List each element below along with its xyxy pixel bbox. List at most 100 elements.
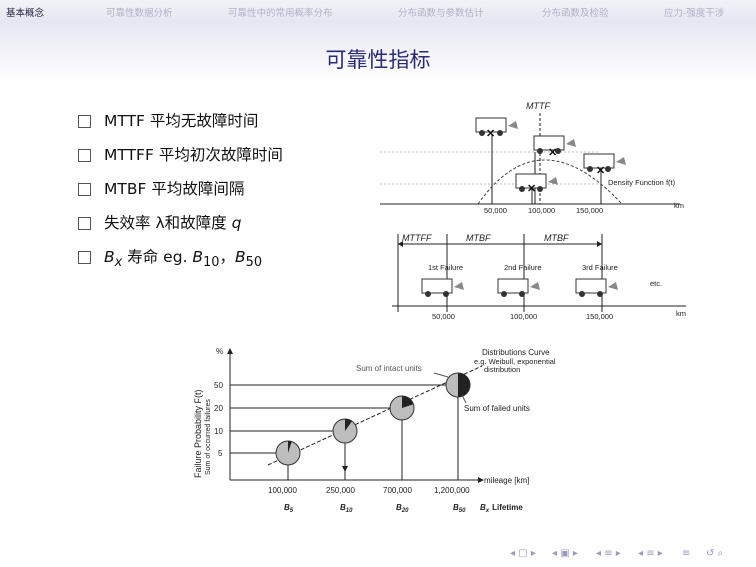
- bullet-term: MTTFF: [104, 146, 154, 164]
- distribution-curve: [267, 365, 483, 466]
- failure-label: 1st Failure: [428, 263, 463, 272]
- x-tick-label: 250,000: [326, 486, 355, 495]
- segment-label-mttff: MTTFF: [402, 233, 432, 243]
- b20-label: B20: [396, 503, 409, 514]
- truck-icon: [421, 278, 464, 297]
- bullet-desc: 寿命: [127, 248, 159, 266]
- arrow-head: [398, 241, 403, 247]
- pie-marker-b5: [275, 440, 301, 466]
- nav-item-reliability-data-analysis[interactable]: 可靠性数据分析: [106, 8, 173, 19]
- bullet-term: MTBF: [104, 180, 147, 198]
- nav-item-probability-distributions[interactable]: 可靠性中的常用概率分布: [228, 8, 333, 19]
- bullet-box-icon: [78, 217, 91, 230]
- b50-label: B50: [453, 503, 466, 514]
- x-tick-label: 700,000: [383, 486, 412, 495]
- nav-item-stress-strength[interactable]: 应力-强度干涉: [664, 8, 725, 19]
- failure-probability-figure: % Failure Probability F(t) Sum of occurr…: [193, 347, 556, 514]
- arrow-head: [342, 466, 348, 472]
- y-axis-label: Failure Probability F(t): [193, 389, 203, 478]
- x-tick-label: 50,000: [484, 206, 507, 215]
- curve-label-line: Distributions Curve: [482, 348, 550, 357]
- lambda-symbol: λ: [155, 214, 165, 232]
- bullet-list: MTTF 平均无故障时间 MTTFF 平均初次故障时间 MTBF 平均故障间隔 …: [78, 108, 378, 284]
- density-curve: [477, 159, 623, 205]
- separator: ，: [219, 248, 236, 266]
- bullet-desc-a: 失效率: [104, 214, 151, 232]
- bullet-box-icon: [78, 183, 91, 196]
- nav-toc-icon[interactable]: ≡: [682, 548, 691, 559]
- x-tick-label: 100,000: [510, 312, 537, 321]
- truck-icon: [497, 278, 540, 297]
- bx-sub: x: [114, 255, 123, 271]
- y-unit: %: [216, 347, 223, 356]
- pie-marker-b20: [389, 395, 415, 421]
- x-tick-label: 150,000: [586, 312, 613, 321]
- mtbf-timeline-figure: MTTFF MTBF MTBF 1st Failure 2nd Failure …: [392, 233, 686, 321]
- x-tick-label: 1,200,000: [434, 486, 470, 495]
- arrow-head: [597, 241, 602, 247]
- x-tick-label: 100,000: [268, 486, 297, 495]
- bx-base: B: [104, 248, 115, 266]
- nav-search-icon[interactable]: ↺ ⌕: [706, 548, 724, 559]
- pie-marker-b50: [445, 372, 471, 398]
- b10-base: B: [192, 248, 204, 266]
- svg-text:✕: ✕: [596, 165, 605, 177]
- top-navigation-bar: 基本概念 可靠性数据分析 可靠性中的常用概率分布 分布函数与参数估计 分布函数及…: [0, 0, 756, 22]
- bullet-bx-lifetime: Bx 寿命 eg. B10，B50: [78, 244, 378, 276]
- y-tick-label: 50: [214, 381, 223, 390]
- intact-units-label: Sum of intact units: [356, 364, 422, 373]
- truck-icon: ✕: [583, 153, 626, 177]
- nav-item-basic-concepts[interactable]: 基本概念: [6, 8, 45, 19]
- page-title: 可靠性指标: [325, 48, 431, 72]
- y-axis-sublabel: Sum of occurred failures: [205, 399, 212, 475]
- truck-icon: ✕: [475, 117, 518, 140]
- nav-frame-icon[interactable]: ◂ ≡ ▸: [638, 548, 663, 559]
- x-unit: km: [676, 309, 686, 318]
- nav-item-parameter-estimation[interactable]: 分布函数与参数估计: [398, 8, 484, 19]
- failed-units-label: Sum of failed units: [464, 404, 530, 413]
- bullet-mtbf: MTBF 平均故障间隔: [78, 176, 378, 202]
- x-axis-label: mileage [km]: [484, 476, 529, 485]
- svg-text:✕: ✕: [527, 183, 536, 195]
- b5-label: B5: [284, 503, 294, 514]
- y-tick-label: 5: [218, 449, 223, 458]
- x-tick-label: 100,000: [528, 206, 555, 215]
- nav-first-icon[interactable]: ◂ ▢ ▸: [510, 548, 536, 559]
- bullet-box-icon: [78, 115, 91, 128]
- x-tick-label: 50,000: [432, 312, 455, 321]
- title-band: [0, 22, 756, 80]
- segment-label-mtbf: MTBF: [466, 233, 491, 243]
- bullet-box-icon: [78, 149, 91, 162]
- y-tick-label: 20: [214, 404, 223, 413]
- nav-section-icon[interactable]: ◂ ▣ ▸: [552, 548, 578, 559]
- mttf-density-figure: MTTF ✕ ✕ ✕ ✕ Density Function f(t) 50,00…: [380, 101, 684, 215]
- svg-text:✕: ✕: [548, 147, 557, 159]
- curve-label-line: distribution: [484, 365, 520, 374]
- bullet-mttf: MTTF 平均无故障时间: [78, 108, 378, 134]
- segment-label-mtbf: MTBF: [544, 233, 569, 243]
- arrow-head: [478, 477, 484, 483]
- etc-label: etc.: [650, 279, 662, 288]
- truck-icon: ✕: [533, 135, 576, 159]
- bullet-box-icon: [78, 251, 91, 264]
- b10-sub: 10: [203, 255, 220, 271]
- nav-item-distribution-tests[interactable]: 分布函数及检验: [542, 8, 609, 19]
- bullet-desc-b: 和故障度: [164, 214, 227, 232]
- mttf-label: MTTF: [526, 101, 550, 111]
- truck-icon: [575, 278, 618, 297]
- bullet-term: MTTF: [104, 112, 145, 130]
- annotation-leader: [433, 372, 449, 378]
- truck-icon: ✕: [515, 173, 558, 195]
- b50-base: B: [235, 248, 246, 266]
- annotation-leader: [461, 394, 467, 404]
- bullet-failure-rate: 失效率 λ和故障度 q: [78, 210, 378, 236]
- bullet-desc: 平均初次故障时间: [158, 146, 283, 164]
- bullet-desc: 平均无故障时间: [149, 112, 259, 130]
- failure-label: 2nd Failure: [504, 263, 542, 272]
- curve-label-line: e.g. Weibull, exponential: [474, 357, 556, 366]
- x-unit: km: [674, 201, 684, 210]
- bullet-desc: 平均故障间隔: [151, 180, 245, 198]
- nav-subsection-icon[interactable]: ◂ ≡ ▸: [596, 548, 621, 559]
- y-tick-label: 10: [214, 427, 223, 436]
